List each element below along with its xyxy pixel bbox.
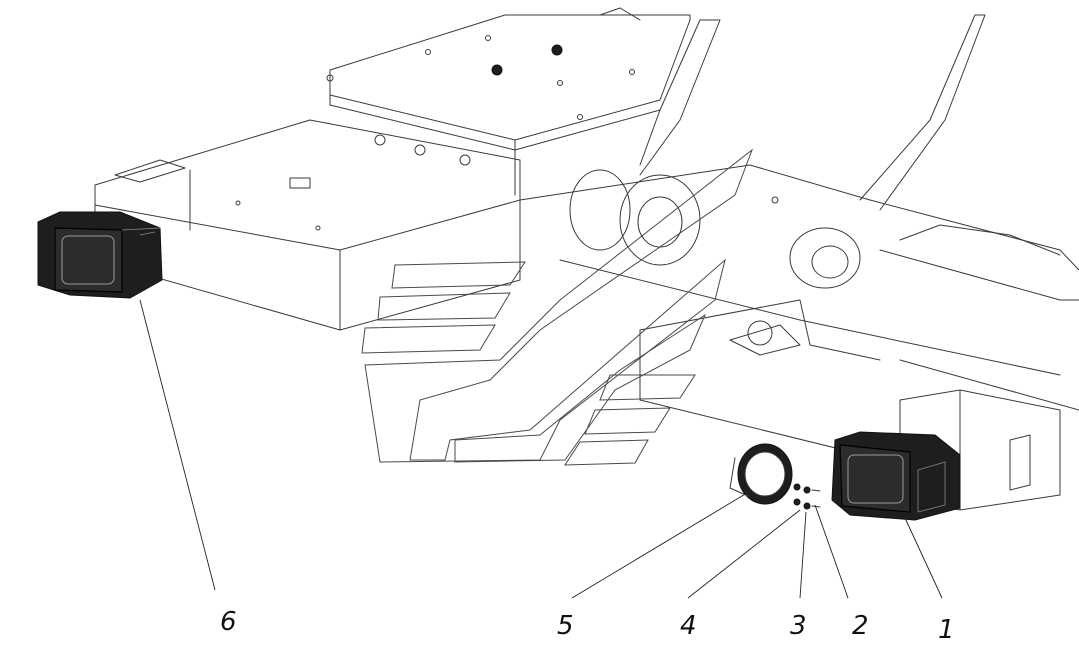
cross-beam xyxy=(519,164,1079,466)
callout-3: 3 xyxy=(790,611,807,641)
leader-lines xyxy=(139,299,943,599)
callout-5: 5 xyxy=(557,611,574,641)
fasteners xyxy=(793,483,821,510)
watermark-logo xyxy=(361,148,754,466)
callout-1: 1 xyxy=(938,615,955,645)
frame-rail xyxy=(94,119,521,331)
rear-bracket xyxy=(569,14,986,289)
callout-2: 2 xyxy=(852,611,869,641)
lamp-left xyxy=(37,211,163,299)
lamp-right xyxy=(831,431,961,521)
upper-platform xyxy=(326,7,691,196)
reflector-bracket xyxy=(729,443,793,505)
callout-6: 6 xyxy=(220,607,237,637)
callout-4: 4 xyxy=(680,611,697,641)
